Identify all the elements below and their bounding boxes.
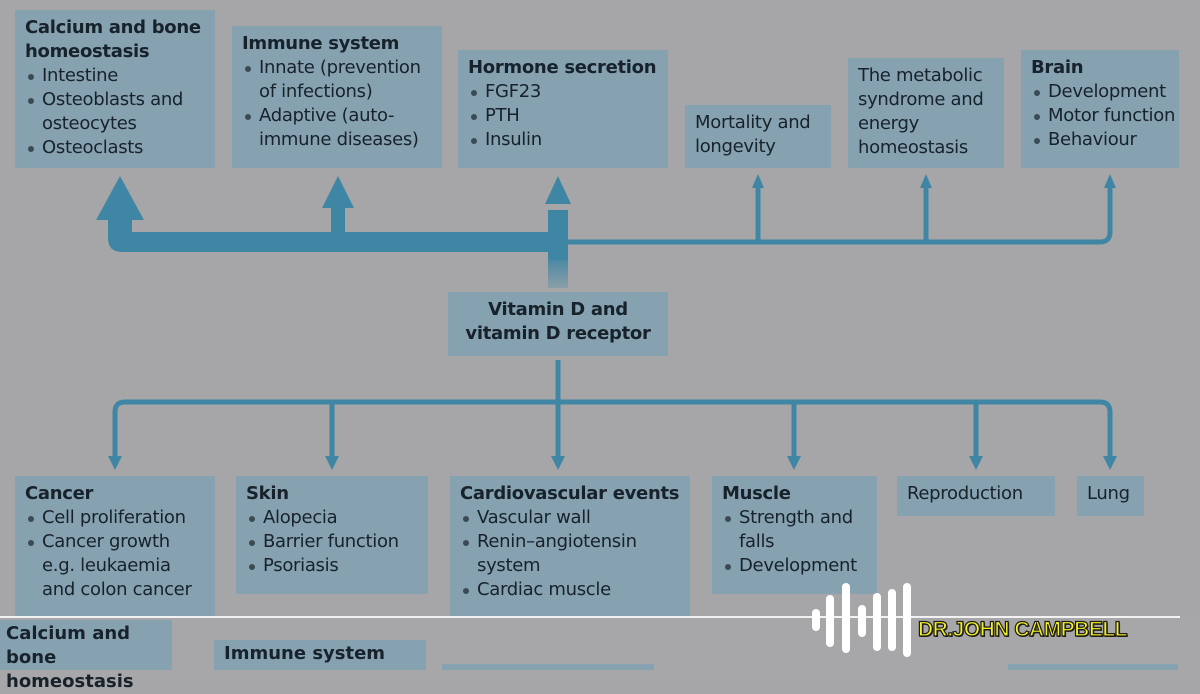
ghost-title: homeostasis bbox=[6, 671, 134, 692]
box-title: Muscle bbox=[722, 483, 791, 504]
list-item: Cardiac muscle bbox=[460, 578, 680, 602]
arrow-head-lung bbox=[1103, 456, 1117, 470]
list-item: Intestine bbox=[25, 64, 205, 88]
box-reproduction: Reproduction bbox=[897, 476, 1055, 516]
box-text: energy bbox=[858, 113, 919, 134]
list-item: Vascular wall bbox=[460, 506, 680, 530]
list-item: Innate (prevention of infections) bbox=[242, 56, 432, 104]
list-item: Osteoclasts bbox=[25, 136, 205, 160]
box-text: Mortality and bbox=[695, 112, 811, 133]
arrow-head-cancer bbox=[108, 456, 122, 470]
box-title: Cardiovascular events bbox=[460, 483, 680, 504]
box-lung: Lung bbox=[1077, 476, 1144, 516]
center-title-line2: vitamin D receptor bbox=[465, 323, 651, 344]
ghost-bar bbox=[442, 664, 654, 670]
box-text: longevity bbox=[695, 136, 776, 157]
stem-immune bbox=[331, 200, 345, 234]
list-item: FGF23 bbox=[468, 80, 658, 104]
box-title: Cancer bbox=[25, 483, 94, 504]
sound-wave-icon bbox=[812, 583, 922, 663]
divider-line bbox=[0, 616, 1180, 618]
ghost-title: Calcium and bone bbox=[6, 623, 131, 668]
list-item: Development bbox=[1031, 80, 1169, 104]
list-item: Insulin bbox=[468, 128, 658, 152]
list-item: Development bbox=[722, 554, 867, 578]
ghost-bar bbox=[1008, 664, 1178, 670]
box-text: Lung bbox=[1087, 483, 1130, 504]
list-item: Alopecia bbox=[246, 506, 418, 530]
box-title: Brain bbox=[1031, 57, 1084, 78]
box-title: Skin bbox=[246, 483, 289, 504]
ghost-box-immune: Immune system bbox=[214, 640, 426, 670]
box-hormone-secretion: Hormone secretion FGF23 PTH Insulin bbox=[458, 50, 668, 168]
arrow-head-cardio bbox=[551, 456, 565, 470]
box-cancer: Cancer Cell proliferation Cancer growth … bbox=[15, 476, 215, 618]
list-item: Strength and falls bbox=[722, 506, 867, 554]
center-up-stem bbox=[548, 210, 568, 260]
ghost-title: Immune system bbox=[224, 643, 386, 664]
box-brain: Brain Development Motor function Behavio… bbox=[1021, 50, 1179, 168]
box-text: The metabolic bbox=[858, 65, 983, 86]
list-item: Renin–angiotensin system bbox=[460, 530, 680, 578]
box-calcium-bone: Calcium and bone homeostasis Intestine O… bbox=[15, 10, 215, 168]
center-up-stem-fade bbox=[548, 255, 568, 288]
top-thin-branch bbox=[566, 186, 1113, 245]
bottom-branch bbox=[112, 399, 1113, 460]
arrow-head-hormone bbox=[545, 176, 571, 204]
vitamin-d-receptor-box: Vitamin D and vitamin D receptor bbox=[448, 292, 668, 356]
list-item: PTH bbox=[468, 104, 658, 128]
arrow-head-metabolic bbox=[920, 174, 932, 188]
list-item: Barrier function bbox=[246, 530, 418, 554]
box-title: Calcium and bone bbox=[25, 17, 201, 38]
box-title: homeostasis bbox=[25, 41, 150, 62]
box-muscle: Muscle Strength and falls Development bbox=[712, 476, 877, 594]
list-item: Behaviour bbox=[1031, 128, 1169, 152]
box-text: Reproduction bbox=[907, 483, 1023, 504]
list-item: Adaptive (auto-immune diseases) bbox=[242, 104, 432, 152]
box-skin: Skin Alopecia Barrier function Psoriasis bbox=[236, 476, 428, 594]
arrow-head-brain bbox=[1104, 174, 1116, 188]
box-cardiovascular-events: Cardiovascular events Vascular wall Reni… bbox=[450, 476, 690, 618]
arrow-head-immune bbox=[322, 176, 354, 208]
list-item: Osteoblasts and osteocytes bbox=[25, 88, 205, 136]
box-title: Immune system bbox=[242, 33, 400, 54]
list-item: Psoriasis bbox=[246, 554, 418, 578]
list-item: Cancer growth e.g. leukaemia and colon c… bbox=[25, 530, 205, 602]
arrow-head-skin bbox=[325, 456, 339, 470]
arrow-head-calcium bbox=[96, 176, 144, 220]
box-title: Hormone secretion bbox=[468, 57, 657, 78]
box-text: homeostasis bbox=[858, 137, 968, 158]
top-thick-trunk bbox=[108, 205, 565, 252]
channel-name: DR.JOHN CAMPBELL bbox=[917, 617, 1128, 641]
list-item: Cell proliferation bbox=[25, 506, 205, 530]
box-mortality-longevity: Mortality and longevity bbox=[685, 105, 831, 168]
box-immune-system: Immune system Innate (prevention of infe… bbox=[232, 26, 442, 168]
arrow-head-muscle bbox=[787, 456, 801, 470]
center-title-line1: Vitamin D and bbox=[488, 299, 628, 320]
box-metabolic-syndrome: The metabolic syndrome and energy homeos… bbox=[848, 58, 1004, 168]
arrow-head-mortality bbox=[752, 174, 764, 188]
arrow-head-reproduction bbox=[969, 456, 983, 470]
list-item: Motor function bbox=[1031, 104, 1175, 128]
overlay-strip bbox=[0, 617, 1200, 685]
ghost-box-calcium: Calcium and bone homeostasis bbox=[0, 620, 172, 692]
box-text: syndrome and bbox=[858, 89, 984, 110]
